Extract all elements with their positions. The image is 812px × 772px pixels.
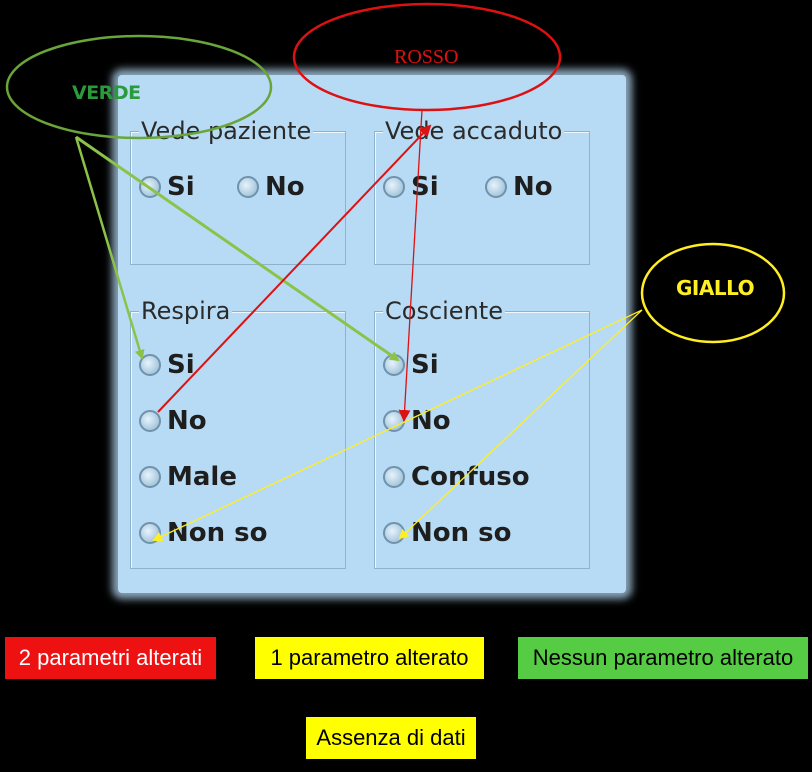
group-vede-accaduto: Vede accaduto Si No — [374, 116, 590, 265]
option-label: Male — [167, 462, 237, 492]
rosso-text: ROSSO — [394, 46, 459, 68]
radio-cosciente-no[interactable]: No — [383, 406, 451, 436]
radio-vede-accaduto-si[interactable]: Si — [383, 172, 439, 202]
radio-respira-no[interactable]: No — [139, 406, 207, 436]
rosso-callout-label: ROSSO — [394, 46, 458, 69]
option-label: Non so — [411, 518, 512, 548]
verde-arrow-cosciente-si — [75, 135, 400, 362]
rosso-arrow-to-vede-accaduto — [157, 124, 432, 413]
option-label: Si — [411, 350, 439, 380]
radio-cosciente-confuso[interactable]: Confuso — [383, 462, 530, 492]
option-label: No — [265, 172, 305, 202]
verde-arrow-respira-si — [74, 136, 145, 360]
verde-text: VERDE — [72, 82, 141, 104]
option-label: Si — [167, 172, 195, 202]
group-title: Respira — [139, 296, 233, 326]
group-title: Vede accaduto — [383, 116, 565, 146]
triage-form-panel: Vede paziente Si No Vede accaduto Si No … — [118, 75, 626, 593]
option-label: Non so — [167, 518, 268, 548]
radio-button[interactable] — [139, 410, 161, 432]
radio-respira-male[interactable]: Male — [139, 462, 237, 492]
option-label: Confuso — [411, 462, 530, 492]
legend-badge-yellow: 1 parametro alterato — [255, 637, 484, 679]
badge-text: Nessun parametro alterato — [532, 645, 794, 670]
option-label: Si — [411, 172, 439, 202]
radio-button[interactable] — [383, 176, 405, 198]
option-label: No — [411, 406, 451, 436]
radio-button[interactable] — [237, 176, 259, 198]
radio-button[interactable] — [139, 466, 161, 488]
giallo-arrow-cosciente-non-so — [398, 309, 643, 540]
verde-callout-label: VERDE — [72, 82, 141, 104]
rosso-callout-ellipse — [292, 2, 562, 112]
legend-badge-green: Nessun parametro alterato — [518, 637, 808, 679]
group-vede-paziente: Vede paziente Si No — [130, 116, 346, 265]
group-respira: Respira Si No Male Non so — [130, 296, 346, 569]
giallo-arrow-respira-non-so — [152, 309, 643, 542]
group-title: Vede paziente — [139, 116, 314, 146]
radio-vede-paziente-no[interactable]: No — [237, 172, 305, 202]
option-label: Si — [167, 350, 195, 380]
radio-vede-accaduto-no[interactable]: No — [485, 172, 553, 202]
radio-button[interactable] — [485, 176, 507, 198]
legend-badge-no-data: Assenza di dati — [306, 717, 476, 759]
radio-button[interactable] — [383, 466, 405, 488]
option-label: No — [513, 172, 553, 202]
radio-respira-non-so[interactable]: Non so — [139, 518, 268, 548]
badge-text: 1 parametro alterato — [270, 645, 469, 670]
option-label: No — [167, 406, 207, 436]
legend-badge-red: 2 parametri alterati — [5, 637, 216, 679]
rosso-arrow-cosciente-no — [398, 109, 423, 422]
badge-text: Assenza di dati — [316, 725, 466, 750]
giallo-text: GIALLO — [676, 276, 755, 300]
group-title: Cosciente — [383, 296, 505, 326]
verde-callout-ellipse — [5, 34, 273, 140]
badge-text: 2 parametri alterati — [18, 645, 203, 670]
giallo-callout-ellipse — [640, 242, 786, 344]
group-cosciente: Cosciente Si No Confuso Non so — [374, 296, 590, 569]
giallo-callout-label: GIALLO — [676, 276, 755, 300]
